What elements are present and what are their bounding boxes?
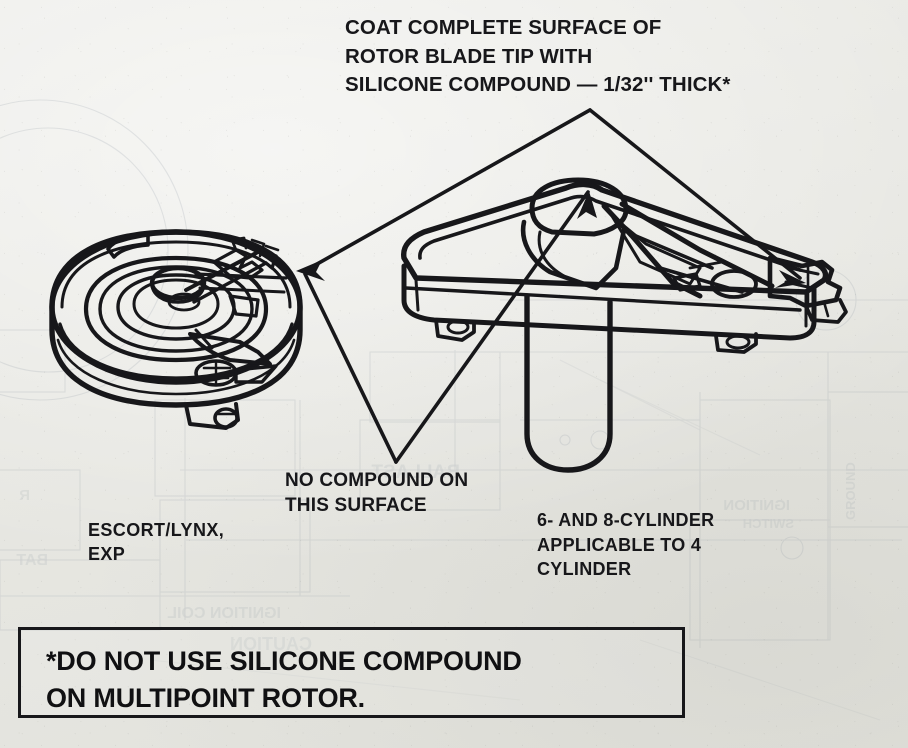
warning-box bbox=[18, 627, 685, 718]
instruction-title: COAT COMPLETE SURFACE OF ROTOR BLADE TIP… bbox=[345, 16, 731, 96]
svg-text:BAT: BAT bbox=[16, 552, 48, 569]
callout-no-compound: NO COMPOUND ON THIS SURFACE bbox=[285, 470, 469, 516]
svg-text:GROUND: GROUND bbox=[843, 462, 858, 520]
distributor-cap-illustration bbox=[49, 229, 303, 430]
svg-text:IGNITION: IGNITION bbox=[723, 497, 790, 514]
part-label-escort-lynx: ESCORT/LYNX, EXP bbox=[88, 520, 225, 564]
rotor-illustration bbox=[401, 177, 848, 473]
arrowhead-to-rotor-tip bbox=[775, 270, 806, 288]
part-label-cylinder-applicability: 6- AND 8-CYLINDER APPLICABLE TO 4 CYLIND… bbox=[537, 510, 715, 579]
svg-text:R: R bbox=[19, 487, 30, 504]
svg-text:IGNITION COIL: IGNITION COIL bbox=[167, 605, 281, 622]
arrowhead-to-rotor-surface bbox=[577, 191, 597, 219]
leader-lines bbox=[303, 108, 802, 464]
svg-text:SWITCH: SWITCH bbox=[743, 516, 794, 531]
arrowhead-to-cap bbox=[296, 260, 325, 281]
warning-text: *DO NOT USE SILICONE COMPOUND ON MULTIPO… bbox=[46, 646, 522, 713]
